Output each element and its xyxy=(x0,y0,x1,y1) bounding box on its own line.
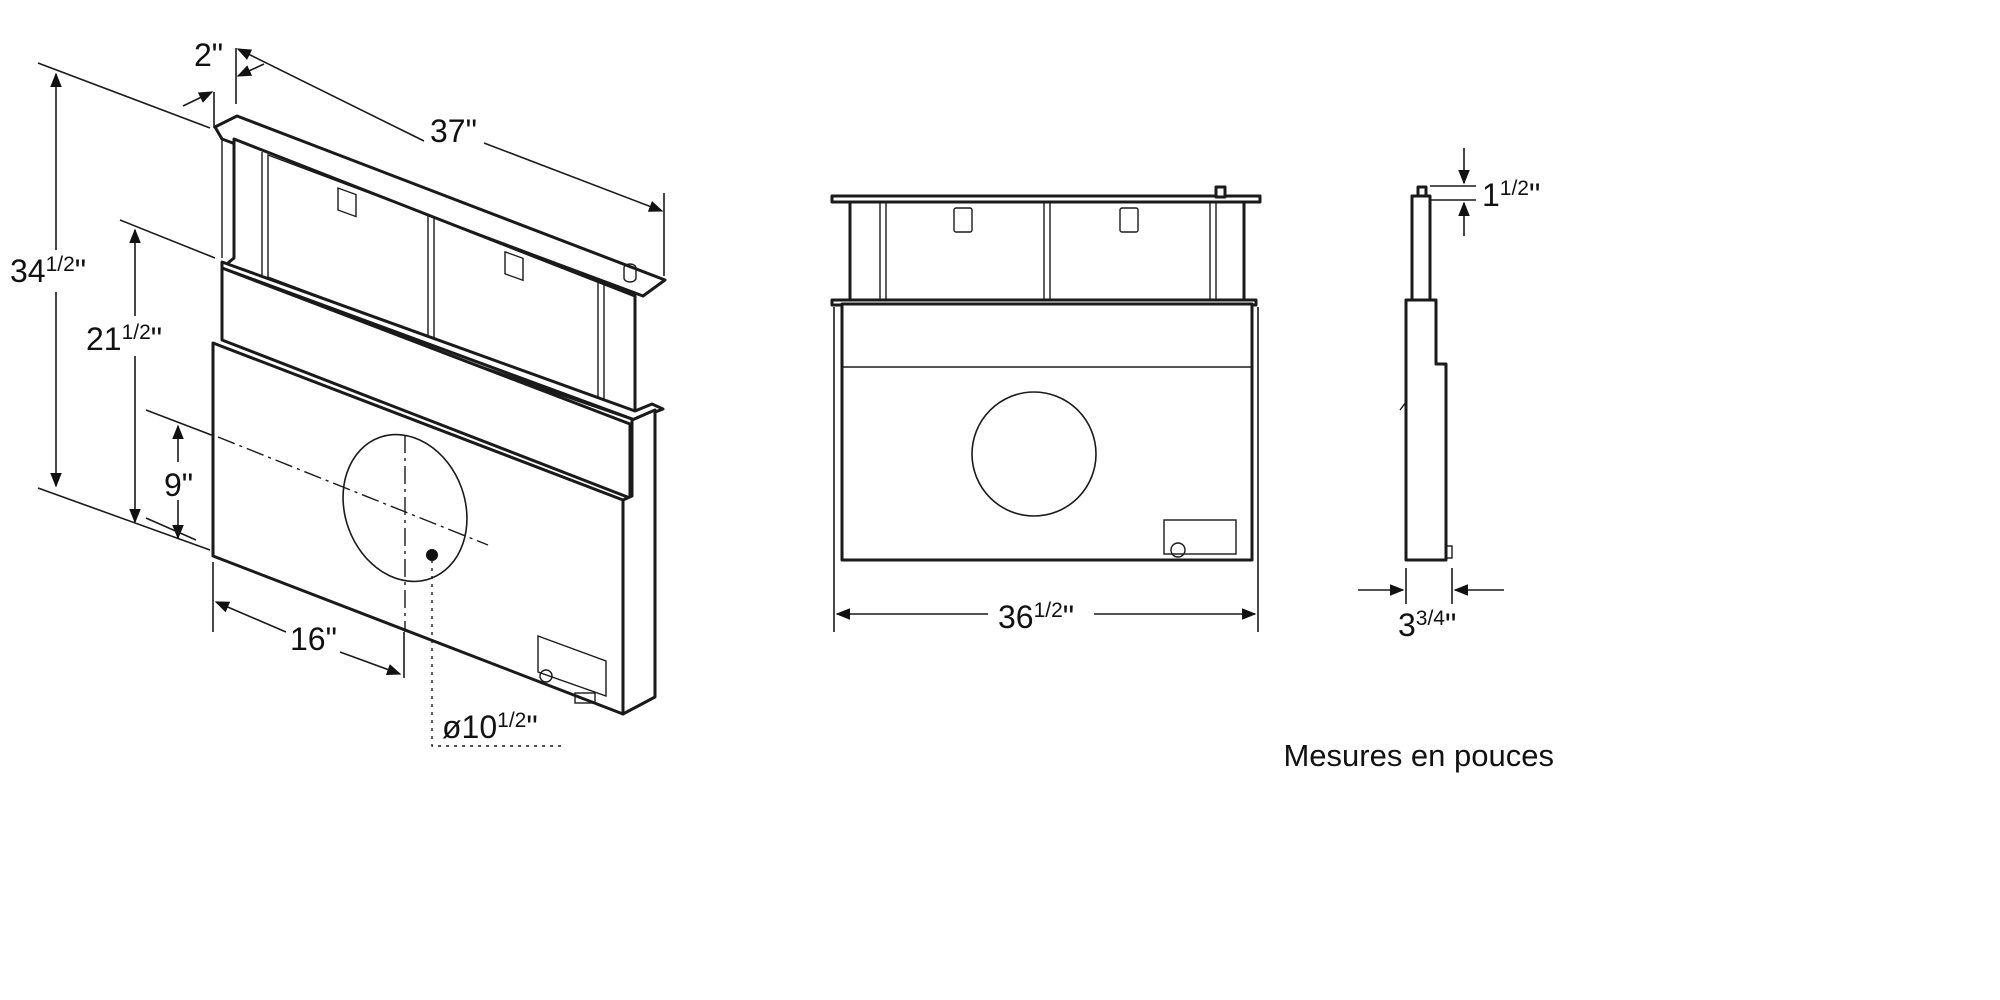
electrical-box xyxy=(537,634,607,697)
side-body xyxy=(1404,298,1448,562)
label-side-top-depth: 11/2" xyxy=(1482,177,1540,213)
front-chimney xyxy=(848,200,1246,302)
label-front-width: 361/2" xyxy=(998,599,1074,635)
duct-opening xyxy=(342,433,468,583)
units-caption: Mesures en pouces xyxy=(1283,738,1554,773)
front-view xyxy=(830,185,1262,632)
label-width-top: 37" xyxy=(430,113,477,149)
label-duct-center-offset: 16" xyxy=(290,621,337,657)
label-total-height: 341/2" xyxy=(10,253,86,289)
downdraft-dimension-drawing: 2" 37" 341/2" 211/2" 9" 16" ø101/2" 361/… xyxy=(10,37,1554,773)
side-view xyxy=(1358,148,1504,604)
drawing-svg: 2" 37" 341/2" 211/2" 9" 16" ø101/2" 361/… xyxy=(10,37,1554,773)
label-duct-center-height: 9" xyxy=(164,467,193,503)
label-side-depth: 33/4" xyxy=(1398,607,1456,643)
front-duct-opening xyxy=(971,391,1097,517)
label-depth-top: 2" xyxy=(194,37,223,73)
front-electrical-box xyxy=(1163,519,1237,555)
body-side xyxy=(621,408,657,716)
side-chimney xyxy=(1410,194,1432,302)
label-duct-diameter: ø101/2" xyxy=(442,709,538,745)
front-body xyxy=(840,302,1254,562)
isometric-view xyxy=(37,48,667,747)
label-body-height: 211/2" xyxy=(86,321,162,357)
top-rail xyxy=(213,114,667,298)
